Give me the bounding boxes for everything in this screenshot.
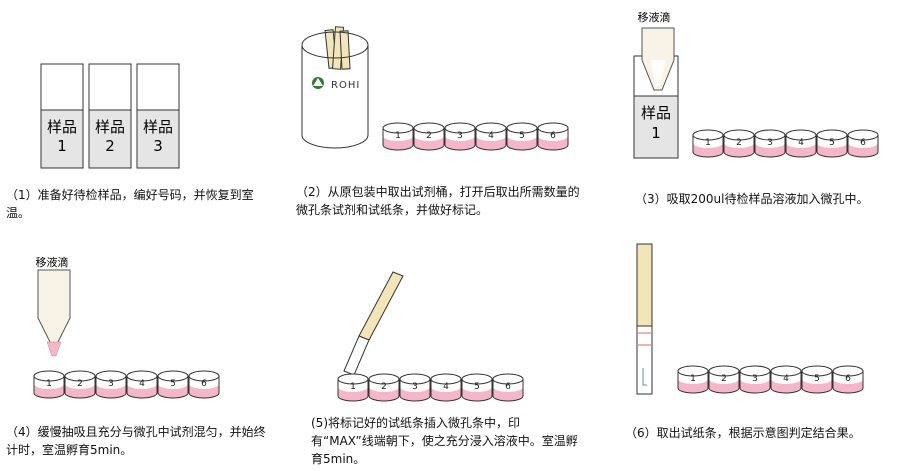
step2-well-label: 5 — [519, 131, 525, 141]
step4-well-label: 4 — [139, 379, 145, 389]
step2-well-strip: 1 2 3 4 5 6 — [382, 122, 569, 151]
step5-well-strip: 1 2 3 4 5 6 — [337, 373, 524, 402]
step4-well-4: 4 — [126, 370, 158, 399]
step6-test-strip — [636, 243, 653, 395]
step3-caption: （3）吸取200ul待检样品溶液加入微孔中。 — [635, 192, 869, 206]
step5-well-6: 6 — [492, 373, 524, 402]
rohi-logo-icon — [312, 77, 324, 89]
sample-tube-1-number: 1 — [57, 137, 67, 155]
step3-well-3: 3 — [754, 129, 786, 158]
step2-well-label: 3 — [457, 131, 463, 141]
sample-tube-3: 样品 3 — [136, 63, 180, 169]
step6-caption: （6）取出试纸条，根据示意图判定结合果。 — [625, 426, 861, 440]
step4-well-strip: 1 2 3 4 5 6 — [33, 370, 220, 399]
step4-pipette-mixing: 移液滴 — [36, 255, 71, 357]
step3-pipette-label: 移液滴 — [638, 10, 671, 24]
step2-well-2: 2 — [413, 122, 445, 151]
step4-well-2: 2 — [64, 370, 96, 399]
step6-well-4: 4 — [770, 365, 802, 394]
step4-well-label: 6 — [201, 379, 207, 389]
step5-well-5: 5 — [461, 373, 493, 402]
step5-well-label: 6 — [505, 382, 511, 392]
step3-well-strip: 1 2 3 4 5 6 — [692, 129, 879, 158]
step6-well-3: 3 — [739, 365, 771, 394]
step4-pipette-label: 移液滴 — [36, 255, 69, 269]
step6-well-label: 4 — [783, 374, 789, 384]
step5-well-4: 4 — [430, 373, 462, 402]
step2-well-6: 6 — [537, 122, 569, 151]
step6-well-label: 3 — [752, 374, 758, 384]
step3-well-label: 2 — [736, 138, 742, 148]
step3-well-1: 1 — [692, 129, 724, 158]
step5-well-1: 1 — [337, 373, 369, 402]
microwell-strips: 1 2 3 4 5 6 1 2 3 4 5 6 1 2 3 4 5 6 1 2 3 4 5 6 1 2 3 4 5 6 — [33, 122, 879, 402]
step3-well-label: 1 — [705, 138, 711, 148]
step3-pipette-sample: 移液滴 样品 1 — [633, 10, 679, 159]
step2-well-5: 5 — [506, 122, 538, 151]
step5-strip-inserting — [343, 271, 404, 376]
step6-well-label: 1 — [690, 374, 696, 384]
step4-well-label: 2 — [77, 379, 83, 389]
step6-well-label: 6 — [845, 374, 851, 384]
step3-well-2: 2 — [723, 129, 755, 158]
step3-well-6: 6 — [847, 129, 879, 158]
step3-well-label: 6 — [860, 138, 866, 148]
step2-well-4: 4 — [475, 122, 507, 151]
step5-well-label: 3 — [412, 382, 418, 392]
step2-well-label: 2 — [426, 131, 432, 141]
step4-well-label: 5 — [170, 379, 176, 389]
step1-sample-tubes: 样品 1 样品 2 样品 3 — [40, 63, 180, 169]
step6-well-strip: 1 2 3 4 5 6 — [677, 365, 864, 394]
step4-well-3: 3 — [95, 370, 127, 399]
step1-caption: （1）准备好待检样品，编好号码，并恢复到室温。 — [6, 188, 254, 220]
step4-well-5: 5 — [157, 370, 189, 399]
step6-well-label: 2 — [721, 374, 727, 384]
step3-well-4: 4 — [785, 129, 817, 158]
step6-well-label: 5 — [814, 374, 820, 384]
step2-well-1: 1 — [382, 122, 414, 151]
step6-well-1: 1 — [677, 365, 709, 394]
step4-well-1: 1 — [33, 370, 65, 399]
sample-tube-2-label: 样品 — [95, 118, 125, 136]
step3-tube-number: 1 — [651, 124, 661, 142]
step5-well-2: 2 — [368, 373, 400, 402]
step3-well-label: 4 — [798, 138, 804, 148]
step3-well-5: 5 — [816, 129, 848, 158]
step4-well-label: 3 — [108, 379, 114, 389]
step2-well-label: 6 — [550, 131, 556, 141]
sample-tube-2-number: 2 — [105, 137, 115, 155]
bucket-logo-text: ROHI — [331, 80, 360, 91]
step3-well-label: 5 — [829, 138, 835, 148]
step4-caption: （4）缓慢抽吸且充分与微孔中试剂混匀，并始终计时，室温孵育5min。 — [6, 425, 266, 457]
step5-well-3: 3 — [399, 373, 431, 402]
sample-tube-3-number: 3 — [153, 137, 163, 155]
step5-well-label: 4 — [443, 382, 449, 392]
sample-tube-1: 样品 1 — [40, 63, 84, 169]
step2-well-label: 4 — [488, 131, 494, 141]
step3-tube-label: 样品 — [641, 104, 671, 122]
sample-tube-2: 样品 2 — [88, 63, 132, 169]
step5-well-label: 2 — [381, 382, 387, 392]
step2-caption: （2）从原包装中取出试剂桶，打开后取出所需数量的微孔条试剂和试纸条，并做好标记。 — [296, 185, 580, 217]
step2-well-3: 3 — [444, 122, 476, 151]
step6-well-6: 6 — [832, 365, 864, 394]
step3-well-label: 3 — [767, 138, 773, 148]
step2-well-label: 1 — [395, 131, 401, 141]
step6-well-2: 2 — [708, 365, 740, 394]
sample-tube-3-label: 样品 — [143, 118, 173, 136]
step5-well-label: 1 — [350, 382, 356, 392]
bucket-strips — [324, 26, 351, 70]
step4-well-6: 6 — [188, 370, 220, 399]
step6-well-5: 5 — [801, 365, 833, 394]
step4-well-label: 1 — [46, 379, 52, 389]
step5-caption: (5)将标记好的试纸条插入微孔条中，印有“MAX”线端朝下，使之充分浸入溶液中。… — [311, 416, 578, 466]
sample-tube-1-label: 样品 — [47, 118, 77, 136]
step5-well-label: 5 — [474, 382, 480, 392]
step2-reagent-bucket: ROHI — [301, 26, 369, 149]
